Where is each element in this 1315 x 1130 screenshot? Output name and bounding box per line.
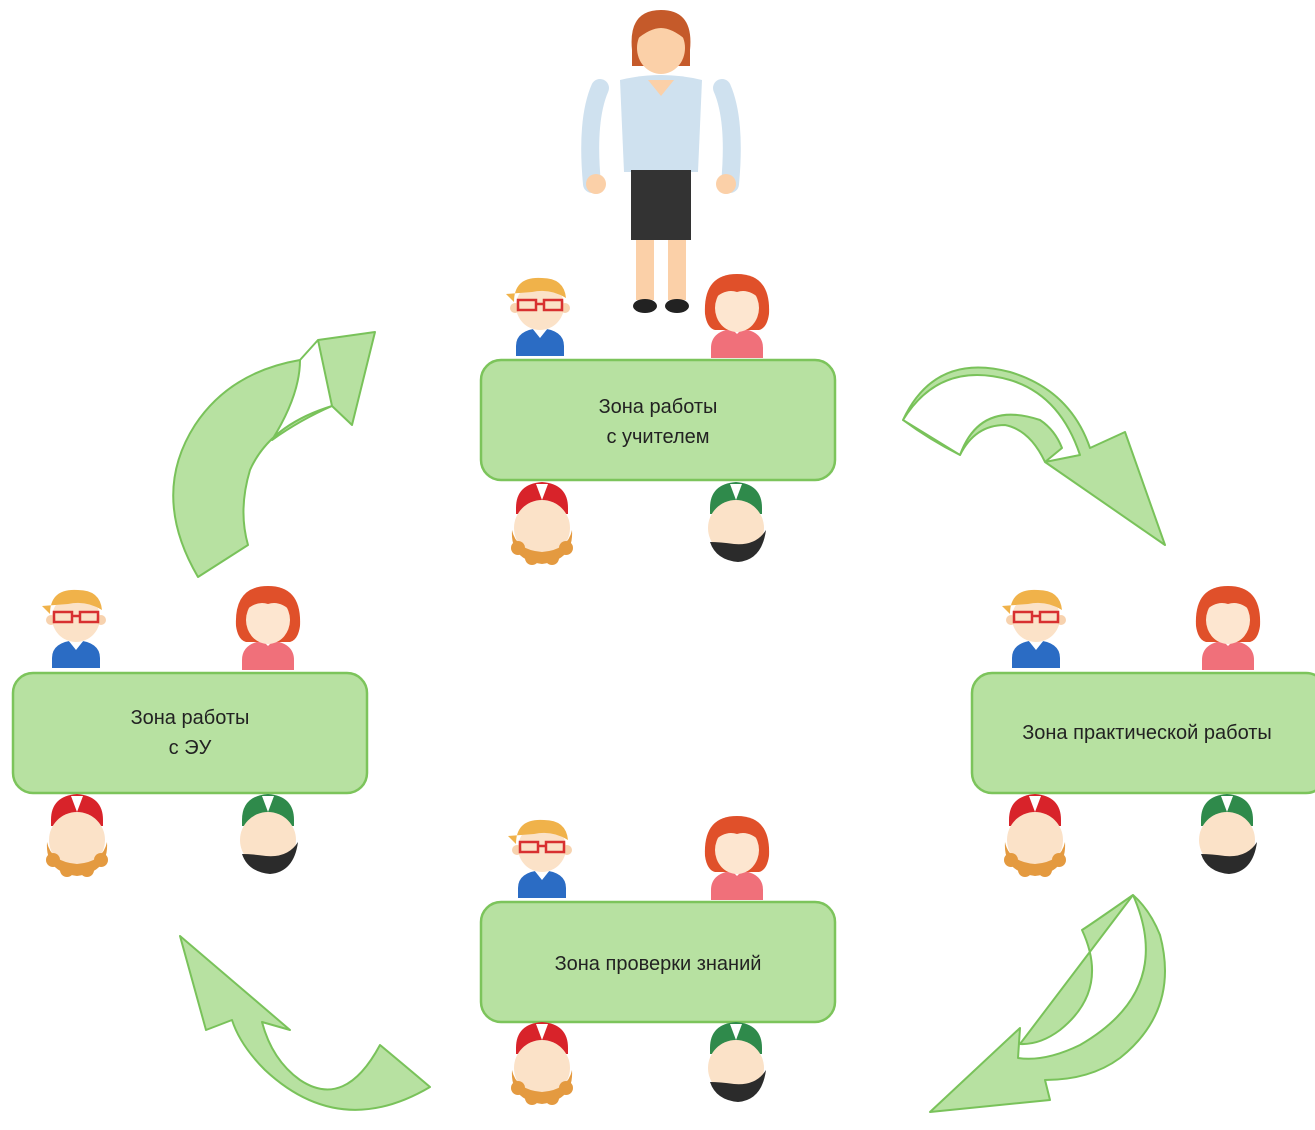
arrow-practical-to-check bbox=[929, 894, 1166, 1113]
zone-eu: Зона работы с ЭУ bbox=[11, 586, 369, 877]
student-icon bbox=[704, 274, 770, 358]
student-icon bbox=[1199, 794, 1257, 874]
zone-eu-label-1: Зона работы bbox=[131, 707, 250, 729]
student-icon bbox=[1004, 794, 1066, 877]
student-icon bbox=[506, 818, 574, 900]
student-icon bbox=[1000, 588, 1068, 670]
zone-eu-box bbox=[11, 671, 369, 795]
zone-check-box bbox=[479, 900, 837, 1024]
student-icon bbox=[708, 1022, 766, 1102]
student-icon bbox=[504, 276, 572, 358]
zone-check-label: Зона проверки знаний bbox=[555, 953, 762, 975]
arrow-eu-to-teacher bbox=[172, 331, 376, 578]
student-icon bbox=[235, 586, 301, 670]
zone-eu-label-2: с ЭУ bbox=[169, 737, 212, 759]
zone-teacher-box bbox=[479, 358, 837, 482]
zone-teacher: Зона работы с учителем bbox=[479, 274, 837, 565]
student-icon bbox=[46, 794, 108, 877]
student-icon bbox=[511, 1022, 573, 1105]
student-icon bbox=[40, 588, 108, 670]
zone-practical: Зона практической работы bbox=[970, 586, 1315, 877]
zone-check: Зона проверки знаний bbox=[479, 816, 837, 1105]
zone-practical-label: Зона практической работы bbox=[1022, 722, 1272, 744]
student-icon bbox=[704, 816, 770, 900]
student-icon bbox=[1195, 586, 1261, 670]
student-icon bbox=[708, 482, 766, 562]
arrow-check-to-eu bbox=[179, 935, 431, 1111]
teacher-figure bbox=[581, 10, 741, 313]
arrow-teacher-to-practical bbox=[902, 366, 1166, 546]
student-icon bbox=[511, 482, 573, 565]
student-icon bbox=[240, 794, 298, 874]
zone-practical-box bbox=[970, 671, 1315, 795]
zone-teacher-label-2: с учителем bbox=[606, 426, 709, 448]
zone-teacher-label-1: Зона работы bbox=[599, 396, 718, 418]
